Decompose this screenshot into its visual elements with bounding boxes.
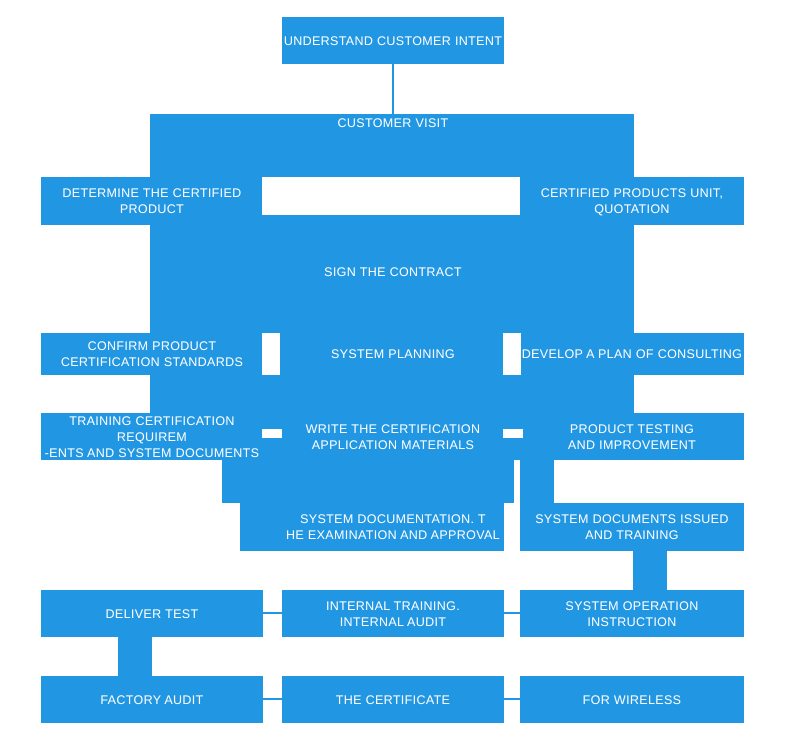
stem-row7-row8-right: [633, 551, 667, 590]
label-system-documentation-examination-approval: SYSTEM DOCUMENTATION. T HE EXAMINATION A…: [286, 512, 500, 542]
label-system-documents-issued-and-training: SYSTEM DOCUMENTS ISSUED AND TRAINING: [535, 512, 729, 542]
node-the-certificate[interactable]: [282, 676, 504, 723]
row3-gap: [262, 177, 520, 215]
stem-product-testing-to-system-documents: [520, 460, 554, 503]
connector-deliver-test-to-internal-training: [263, 612, 282, 614]
stem-deliver-test-to-factory-audit: [118, 637, 152, 676]
node-system-documentation-examination-approval[interactable]: [240, 503, 504, 551]
label-certified-products-unit-quotation: CERTIFIED PRODUCTS UNIT, QUOTATION: [540, 186, 724, 216]
label-write-the-certification-application-materials: WRITE THE CERTIFICATION APPLICATION MATE…: [305, 421, 481, 452]
label-develop-a-plan-of-consulting: DEVELOP A PLAN OF CONSULTING: [521, 347, 743, 361]
node-system-operation-instruction[interactable]: [520, 590, 744, 637]
node-factory-audit[interactable]: [41, 676, 263, 723]
label-determine-the-certified-product: DETERMINE THE CERTIFIED PRODUCT: [62, 186, 242, 216]
label-system-planning: SYSTEM PLANNING: [330, 347, 456, 361]
row6-gap-right: [503, 429, 523, 438]
node-for-wireless[interactable]: [520, 676, 744, 723]
label-internal-training-internal-audit: INTERNAL TRAINING. INTERNAL AUDIT: [325, 598, 461, 629]
label-deliver-test: DELIVER TEST: [105, 606, 199, 621]
label-training-certification-requirements: TRAINING CERTIFICATION REQUIREM -ENTS AN…: [44, 413, 260, 460]
label-the-certificate: THE CERTIFICATE: [335, 692, 451, 707]
connector-factory-audit-to-the-certificate: [263, 698, 282, 700]
node-understand-customer-intent[interactable]: [282, 17, 504, 64]
label-understand-customer-intent: UNDERSTAND CUSTOMER INTENT: [283, 33, 503, 48]
node-sign-the-contract[interactable]: [150, 225, 634, 333]
label-for-wireless: FOR WIRELESS: [582, 692, 682, 707]
node-training-certification-requirements[interactable]: [41, 413, 744, 460]
connector-intent-to-visit: [392, 64, 394, 114]
node-deliver-test[interactable]: [41, 590, 263, 637]
label-product-testing-and-improvement: PRODUCT TESTING AND IMPROVEMENT: [567, 421, 697, 452]
label-customer-visit: CUSTOMER VISIT: [337, 116, 449, 130]
label-factory-audit: FACTORY AUDIT: [100, 692, 204, 707]
row5-gap-right: [503, 333, 521, 375]
node-internal-training-internal-audit[interactable]: [282, 590, 504, 637]
stem-row6-row7: [222, 460, 514, 503]
node-confirm-product-certification-standards[interactable]: [41, 333, 744, 375]
node-system-documents-issued-and-training[interactable]: [520, 503, 744, 551]
connector-the-certificate-to-for-wireless: [504, 698, 520, 700]
stem-row5-row6: [150, 375, 634, 413]
label-system-operation-instruction: SYSTEM OPERATION INSTRUCTION: [565, 598, 699, 629]
connector-internal-training-to-system-operation: [504, 612, 520, 614]
node-customer-visit[interactable]: [150, 114, 634, 177]
label-sign-the-contract: SIGN THE CONTRACT: [324, 265, 462, 279]
label-confirm-product-certification-standards: CONFIRM PRODUCT CERTIFICATION STANDARDS: [60, 339, 244, 369]
row6-gap-left: [262, 429, 282, 438]
row5-gap-left: [262, 333, 280, 375]
